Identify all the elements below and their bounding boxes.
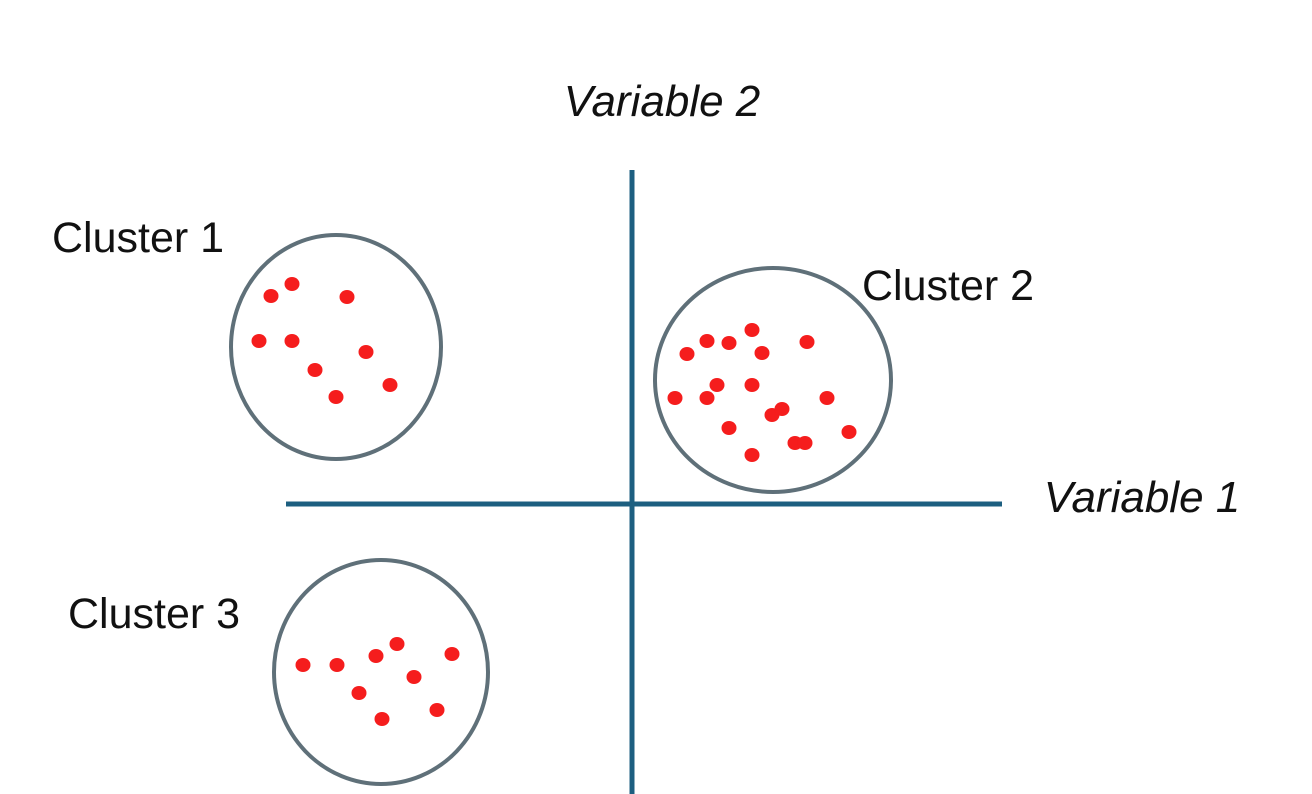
y-axis-label: Variable 2 [564,77,761,126]
axes [286,170,1002,794]
cluster-2-point [744,378,760,392]
cluster-3-point [444,647,460,661]
cluster-2-point [721,336,737,350]
cluster-1-point [251,334,267,348]
cluster-2-point [841,425,857,439]
cluster-3-point [389,637,405,651]
cluster-3-point [374,712,390,726]
data-points [251,277,857,726]
cluster-1-point [284,277,300,291]
cluster-3-boundary [272,558,490,786]
cluster-2-point [721,421,737,435]
cluster-2-point [799,335,815,349]
cluster-2-point [797,436,813,450]
cluster-1-point [284,334,300,348]
cluster-1-boundary [229,233,443,461]
cluster-1-label: Cluster 1 [52,214,224,262]
cluster-3-point [295,658,311,672]
cluster-2-label: Cluster 2 [862,262,1034,310]
cluster-1-point [263,289,279,303]
cluster-2-point [679,347,695,361]
cluster-1-point [339,290,355,304]
cluster-1-point [358,345,374,359]
cluster-3-point [406,670,422,684]
cluster-2-point [744,448,760,462]
cluster-1-point [382,378,398,392]
cluster-2-point [699,334,715,348]
cluster-2-point [819,391,835,405]
x-axis-label: Variable 1 [1044,473,1241,522]
cluster-2-point [667,391,683,405]
cluster-2-point [754,346,770,360]
cluster-3-point [429,703,445,717]
cluster-2-point [744,323,760,337]
cluster-2-boundary [653,266,893,494]
cluster-3-point [368,649,384,663]
cluster-3-point [351,686,367,700]
cluster-2-point [774,402,790,416]
cluster-circles [229,233,893,786]
cluster-3-point [329,658,345,672]
cluster-2-point [709,378,725,392]
cluster-1-point [328,390,344,404]
cluster-2-point [699,391,715,405]
cluster-1-point [307,363,323,377]
cluster-3-label: Cluster 3 [68,590,240,638]
